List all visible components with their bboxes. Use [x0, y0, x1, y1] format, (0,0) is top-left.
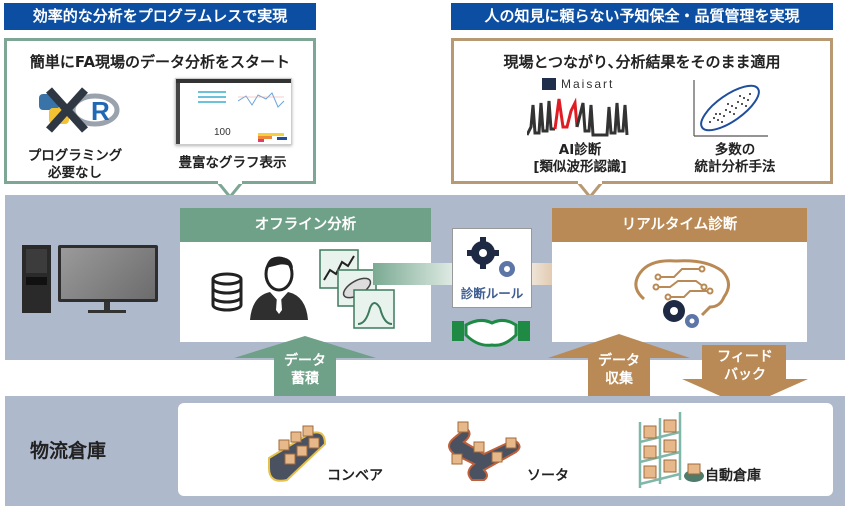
data-accumulate-label: データ 蓄積: [264, 352, 346, 388]
warehouse-label: 物流倉庫: [30, 440, 107, 462]
realtime-diagnosis-panel: リアルタイム診断: [552, 208, 807, 342]
sorter-icon: [448, 421, 521, 481]
maisart-logo-icon: [542, 78, 556, 90]
data-accumulate-line2: 蓄積: [291, 371, 319, 387]
feedback-line1: フィード: [717, 349, 773, 365]
no-programming-label-line1: プログラミング: [27, 148, 123, 164]
feedback-label: フィード バック: [705, 348, 785, 384]
sorter-label: ソータ: [527, 468, 569, 484]
conveyor-label: コンベア: [327, 468, 383, 484]
right-callout-pointer: [575, 181, 605, 200]
feedback-arrow: [682, 345, 808, 407]
right-callout: 現場とつながり､分析結果をそのまま適用: [451, 38, 833, 184]
right-callout-title: 現場とつながり､分析結果をそのまま適用: [503, 53, 781, 71]
ai-diagnosis-label-line2: [類似波形認識]: [533, 159, 627, 175]
diagnostic-rule-label: 診断ルール: [460, 286, 524, 301]
maisart-brand-text: Maisart: [561, 77, 615, 91]
monitor-stand: [104, 302, 110, 310]
data-collect-line1: データ: [598, 353, 640, 369]
realtime-diagnosis-title: リアルタイム診断: [552, 208, 807, 242]
automated-warehouse-label: 自動倉庫: [705, 468, 761, 484]
monitor-base: [88, 310, 126, 313]
maisart-brand: Maisart: [542, 77, 614, 91]
ai-brain-icon: [634, 259, 730, 328]
analyst-person-icon: [250, 256, 308, 320]
data-collect-label: データ 収集: [578, 352, 660, 388]
data-collect-arrow: [548, 334, 690, 396]
transfer-gradient-bar: [373, 263, 453, 285]
analysis-charts-icon: [319, 249, 395, 329]
dashboard-screenshot: 100: [175, 78, 292, 145]
data-accumulate-arrow: [234, 336, 376, 396]
conveyor-icon: [268, 425, 327, 482]
no-programming-label: プログラミング 必要なし: [20, 148, 130, 182]
scatter-ellipse-icon: [693, 80, 768, 137]
handshake-icon: [452, 318, 530, 347]
left-callout-pointer: [215, 181, 245, 200]
left-callout-title: 簡単にFA現場のデータ分析をスタート: [29, 53, 291, 71]
pc-tower-icon: [22, 245, 51, 313]
data-accumulate-line1: データ: [284, 353, 326, 369]
diagnostic-rule-document: 診断ルール: [452, 228, 532, 308]
monitor-icon: [58, 245, 158, 302]
left-panel-header: 効率的な分析をプログラムレスで実現: [4, 3, 316, 30]
stat-methods-label: 多数の 統計分析手法: [680, 142, 790, 176]
svg-text:R: R: [91, 96, 110, 126]
no-programming-label-line2: 必要なし: [48, 165, 102, 181]
dashboard-value: 100: [214, 127, 231, 138]
feedback-line2: バック: [724, 367, 766, 383]
right-panel-header: 人の知見に頼らない予知保全・品質管理を実現: [451, 3, 833, 30]
offline-analysis-title: オフライン分析: [180, 208, 431, 242]
waveform-icon: [527, 97, 629, 137]
stat-methods-label-line1: 多数の: [714, 142, 756, 158]
database-icon: [211, 272, 243, 312]
rich-graphs-label: 豊富なグラフ表示: [178, 155, 287, 171]
data-collect-line2: 収集: [605, 371, 633, 387]
ai-diagnosis-label: AI診断 [類似波形認識]: [520, 142, 640, 176]
automated-warehouse-icon: [638, 412, 704, 488]
python-r-crossed-icon: R: [39, 87, 120, 133]
ai-diagnosis-label-line1: AI診断: [558, 142, 602, 158]
gears-icon: [467, 237, 515, 277]
stat-methods-label-line2: 統計分析手法: [694, 159, 776, 175]
